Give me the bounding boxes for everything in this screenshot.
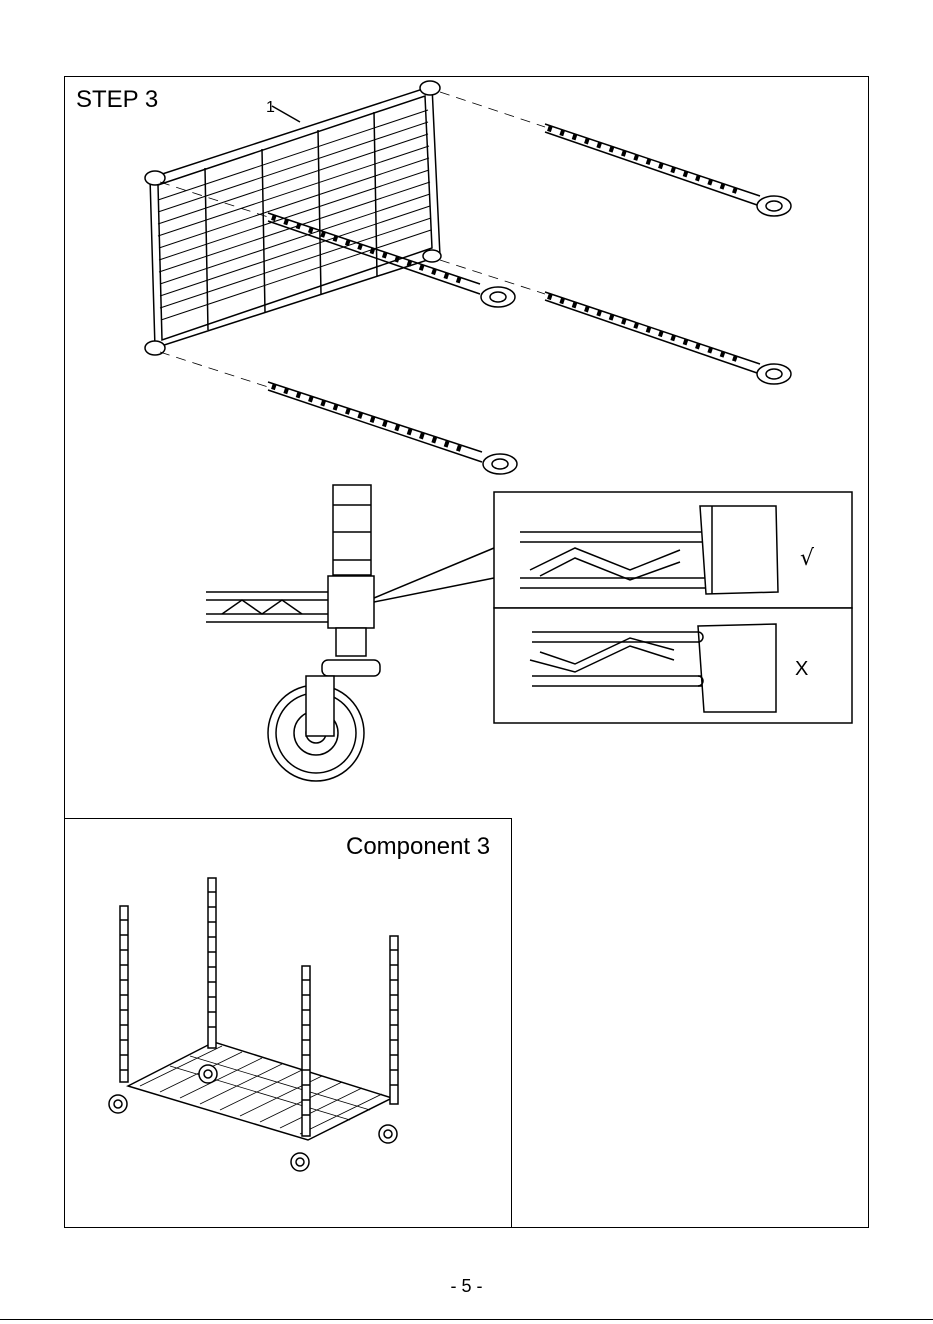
bottom-rule xyxy=(0,1319,933,1320)
page-number: - 5 - xyxy=(0,1276,933,1297)
bottom-wire-shelf xyxy=(128,1042,392,1140)
post-back-right xyxy=(379,936,398,1143)
post-front-left xyxy=(109,906,128,1113)
